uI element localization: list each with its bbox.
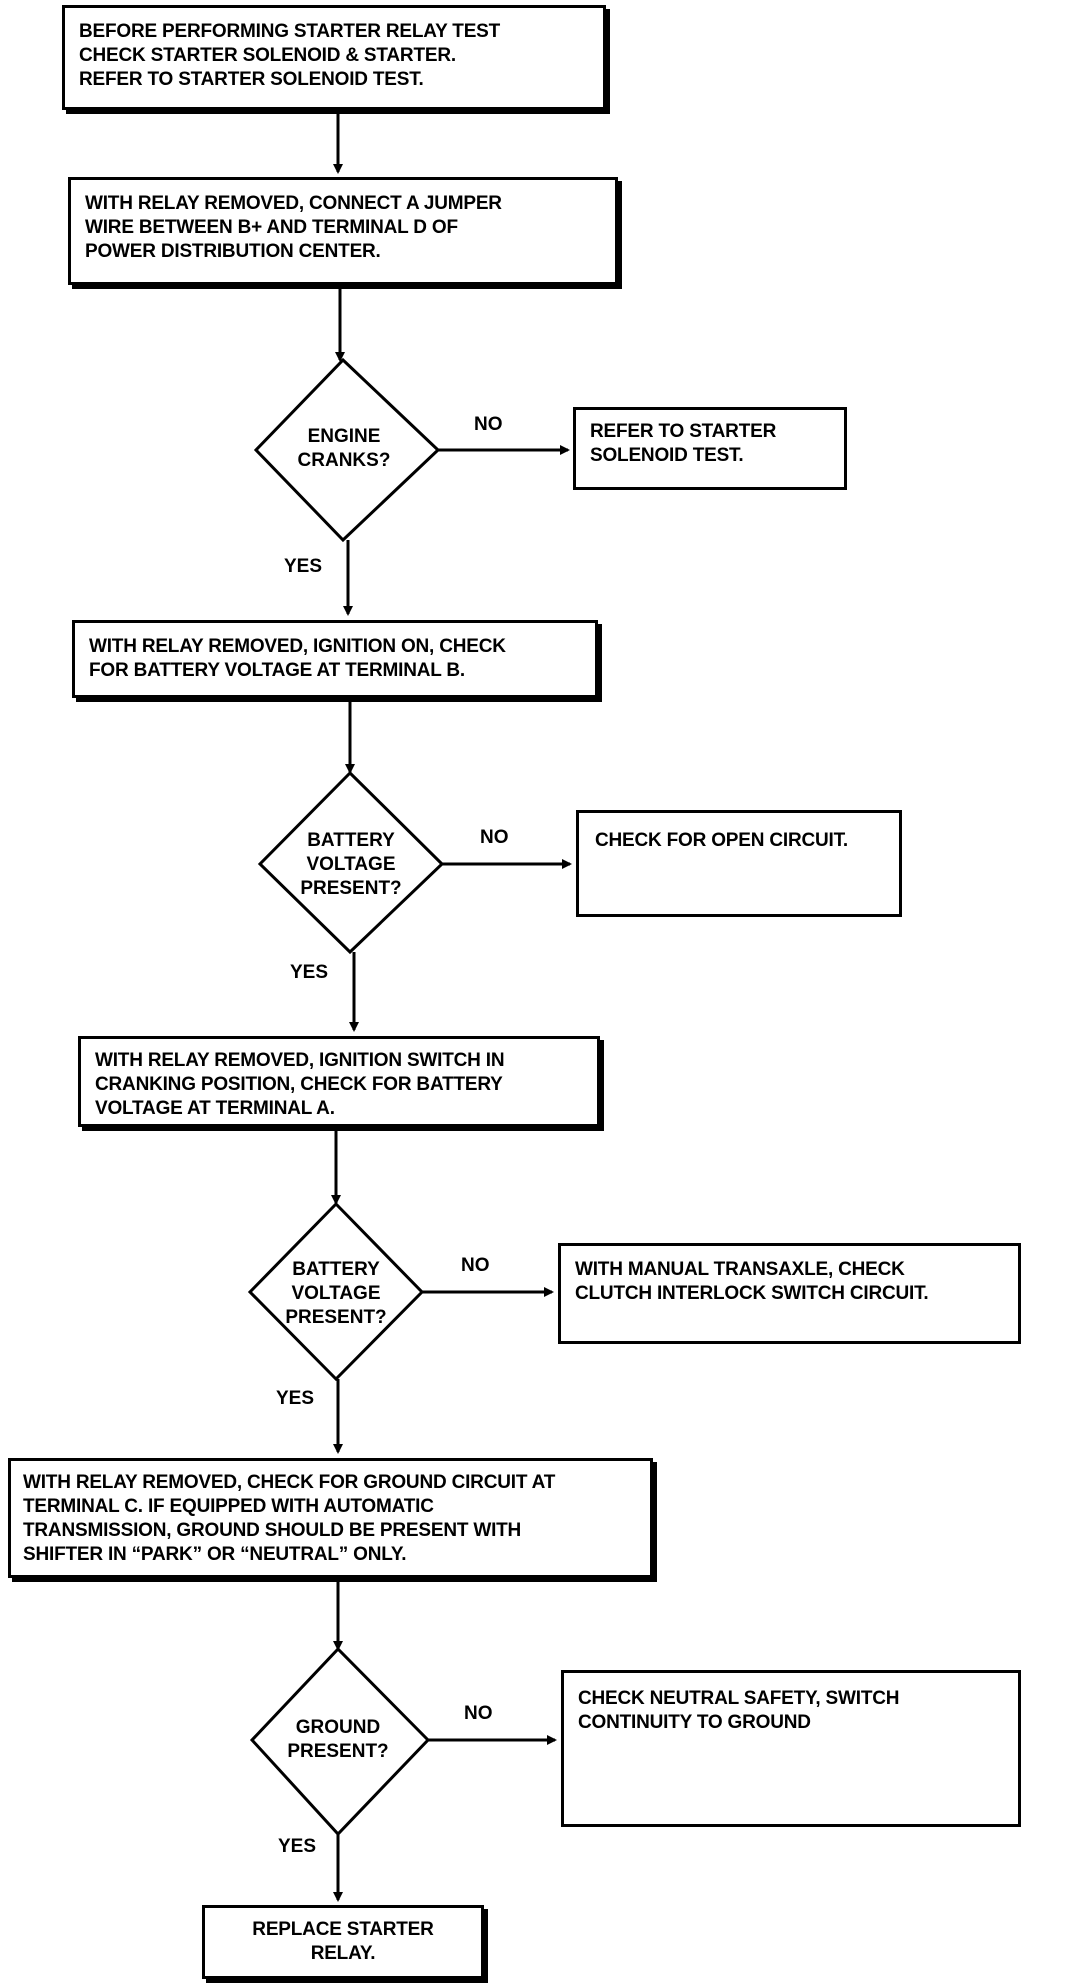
step-text: WITH RELAY REMOVED, IGNITION ON, CHECK F… bbox=[89, 636, 506, 681]
result-clutch-interlock: WITH MANUAL TRANSAXLE, CHECK CLUTCH INTE… bbox=[558, 1243, 1021, 1344]
yes-label: YES bbox=[290, 962, 329, 983]
step-ground-circuit: WITH RELAY REMOVED, CHECK FOR GROUND CIR… bbox=[8, 1458, 653, 1578]
no-label: NO bbox=[474, 414, 503, 435]
step-ignition-on: WITH RELAY REMOVED, IGNITION ON, CHECK F… bbox=[72, 620, 598, 698]
result-text: REFER TO STARTER SOLENOID TEST. bbox=[590, 421, 777, 466]
decision-diamond-4 bbox=[249, 1646, 431, 1837]
step-text: WITH RELAY REMOVED, CONNECT A JUMPER WIR… bbox=[85, 193, 502, 262]
result-refer-solenoid-test: REFER TO STARTER SOLENOID TEST. bbox=[573, 407, 847, 490]
result-open-circuit: CHECK FOR OPEN CIRCUIT. bbox=[576, 810, 902, 917]
no-label: NO bbox=[480, 827, 509, 848]
step-cranking-position: WITH RELAY REMOVED, IGNITION SWITCH IN C… bbox=[78, 1036, 600, 1127]
step-text: WITH RELAY REMOVED, IGNITION SWITCH IN C… bbox=[95, 1050, 505, 1119]
decision-diamond-2 bbox=[257, 770, 445, 955]
step-jumper-wire: WITH RELAY REMOVED, CONNECT A JUMPER WIR… bbox=[68, 177, 618, 285]
result-text: CHECK FOR OPEN CIRCUIT. bbox=[595, 830, 848, 851]
step-text: BEFORE PERFORMING STARTER RELAY TEST CHE… bbox=[79, 21, 501, 90]
decision-text-battery-voltage-2: BATTERY VOLTAGE PRESENT? bbox=[285, 1259, 387, 1328]
yes-label: YES bbox=[276, 1388, 315, 1409]
no-label: NO bbox=[461, 1255, 490, 1276]
no-label: NO bbox=[464, 1703, 493, 1724]
result-text: WITH MANUAL TRANSAXLE, CHECK CLUTCH INTE… bbox=[575, 1259, 929, 1304]
decision-text-battery-voltage-1: BATTERY VOLTAGE PRESENT? bbox=[300, 830, 402, 899]
step-text: REPLACE STARTER RELAY. bbox=[252, 1919, 434, 1964]
decision-text-engine-cranks: ENGINE CRANKS? bbox=[297, 426, 391, 471]
decision-text-ground-present: GROUND PRESENT? bbox=[287, 1717, 389, 1762]
decision-diamond-1 bbox=[253, 357, 441, 543]
decision-diamond-3 bbox=[247, 1201, 425, 1382]
result-text: CHECK NEUTRAL SAFETY, SWITCH CONTINUITY … bbox=[578, 1688, 900, 1733]
step-text: WITH RELAY REMOVED, CHECK FOR GROUND CIR… bbox=[23, 1472, 556, 1565]
yes-label: YES bbox=[278, 1836, 317, 1857]
step-check-solenoid: BEFORE PERFORMING STARTER RELAY TEST CHE… bbox=[62, 5, 606, 110]
step-replace-relay: REPLACE STARTER RELAY. bbox=[202, 1905, 484, 1979]
result-neutral-safety: CHECK NEUTRAL SAFETY, SWITCH CONTINUITY … bbox=[561, 1670, 1021, 1827]
yes-label: YES bbox=[284, 556, 323, 577]
